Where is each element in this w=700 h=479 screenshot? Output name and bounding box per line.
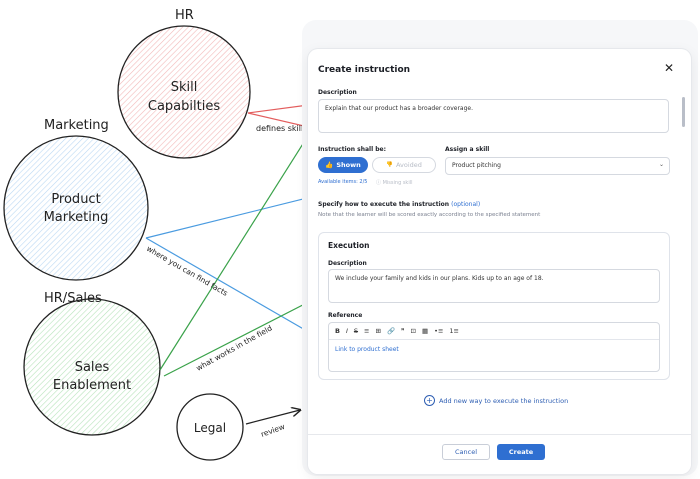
create-button[interactable]: Create — [497, 444, 545, 460]
assign-value: Product pitching — [452, 162, 501, 169]
arrow-label-review: review — [260, 422, 286, 439]
arrow-label-find-facts: where you can find facts — [145, 244, 229, 298]
execution-title: Execution — [328, 241, 370, 250]
product-label-1: Product — [51, 192, 100, 207]
link-icon[interactable]: 🔗 — [386, 327, 396, 335]
description-label: Description — [318, 89, 357, 96]
avoided-label: Avoided — [395, 161, 422, 169]
instruction-label: Instruction shall be: — [318, 146, 386, 153]
skill-label-2: Capabilties — [148, 99, 220, 114]
modal-title: Create instruction — [318, 65, 411, 75]
execution-description-value: We include your family and kids in our p… — [335, 275, 544, 282]
block-icon[interactable]: ⊞ — [375, 327, 381, 335]
sales-circle — [23, 298, 161, 436]
bold-icon[interactable]: B — [335, 327, 340, 335]
description-field[interactable]: Explain that our product has a broader c… — [318, 99, 669, 133]
sales-label-2: Enablement — [53, 378, 131, 393]
align-icon[interactable]: ≡ — [364, 327, 370, 335]
shown-button[interactable]: 👍 Shown — [318, 157, 368, 173]
product-label-2: Marketing — [44, 210, 109, 225]
missing-skill-label: Missing skill — [382, 180, 413, 186]
chevron-down-icon: ⌄ — [658, 161, 664, 168]
group-hr-sales-label: HR/Sales — [44, 291, 102, 306]
table-icon[interactable]: ▦ — [421, 327, 429, 335]
create-instruction-modal: Create instruction ✕ Description Explain… — [308, 49, 691, 474]
reference-label: Reference — [328, 312, 363, 319]
image-icon[interactable]: ⊡ — [410, 327, 416, 335]
italic-icon[interactable]: I — [345, 327, 348, 335]
editor-toolbar: B I S ≡ ⊞ 🔗 ❞ ⊡ ▦ •≡ 1≡ — [329, 323, 659, 340]
dark-arrow-review — [245, 410, 300, 425]
arrow-label-works-field: what works in the field — [195, 323, 274, 372]
skill-label-1: Skill — [171, 80, 198, 95]
strikethrough-icon[interactable]: S — [353, 327, 359, 335]
add-way-button[interactable]: + Add new way to execute the instruction — [424, 395, 568, 406]
cancel-button[interactable]: Cancel — [442, 444, 490, 460]
quote-icon[interactable]: ❞ — [401, 327, 405, 335]
skill-circle — [117, 25, 251, 159]
execution-card: Execution Description We include your fa… — [318, 232, 670, 380]
arrow-label-defines-skills: defines skills — [256, 124, 307, 133]
shown-label: Shown — [336, 161, 361, 169]
legal-label: Legal — [194, 421, 226, 435]
available-items: Available items: 2/5 — [318, 179, 368, 185]
optional-text: (optional) — [451, 201, 481, 208]
bullet-list-icon[interactable]: •≡ — [434, 327, 444, 335]
blue-arrow-reference — [145, 237, 326, 342]
close-icon[interactable]: ✕ — [663, 61, 675, 75]
assign-skill-select[interactable]: Product pitching ⌄ — [445, 157, 670, 175]
scrollbar[interactable] — [682, 97, 685, 127]
execution-description-label: Description — [328, 260, 367, 267]
info-icon: ⓘ — [376, 180, 383, 186]
avoided-button[interactable]: 👎 Avoided — [372, 157, 436, 173]
reference-link[interactable]: Link to product sheet — [335, 346, 399, 353]
missing-skill: ⓘ Missing skill — [376, 179, 413, 186]
numbered-list-icon[interactable]: 1≡ — [449, 327, 460, 335]
thumbs-up-icon: 👍 — [325, 161, 334, 169]
sales-label-1: Sales — [75, 360, 110, 375]
group-hr-label: HR — [175, 8, 194, 23]
assign-label: Assign a skill — [445, 146, 490, 153]
thumbs-down-icon: 👎 — [386, 162, 393, 168]
group-marketing-label: Marketing — [44, 118, 109, 133]
reference-editor[interactable]: B I S ≡ ⊞ 🔗 ❞ ⊡ ▦ •≡ 1≡ Link to product … — [328, 322, 660, 372]
specify-label: Specify how to execute the instruction (… — [318, 201, 480, 208]
specify-note: Note that the learner will be scored exa… — [318, 212, 541, 218]
legal-circle — [176, 393, 244, 461]
green-arrow-description — [159, 120, 318, 371]
add-way-label: Add new way to execute the instruction — [439, 396, 569, 405]
execution-description-field[interactable]: We include your family and kids in our p… — [328, 269, 660, 303]
product-circle — [3, 135, 149, 281]
specify-text: Specify how to execute the instruction — [318, 201, 450, 208]
plus-circle-icon: + — [424, 395, 435, 406]
description-value: Explain that our product has a broader c… — [325, 105, 474, 112]
